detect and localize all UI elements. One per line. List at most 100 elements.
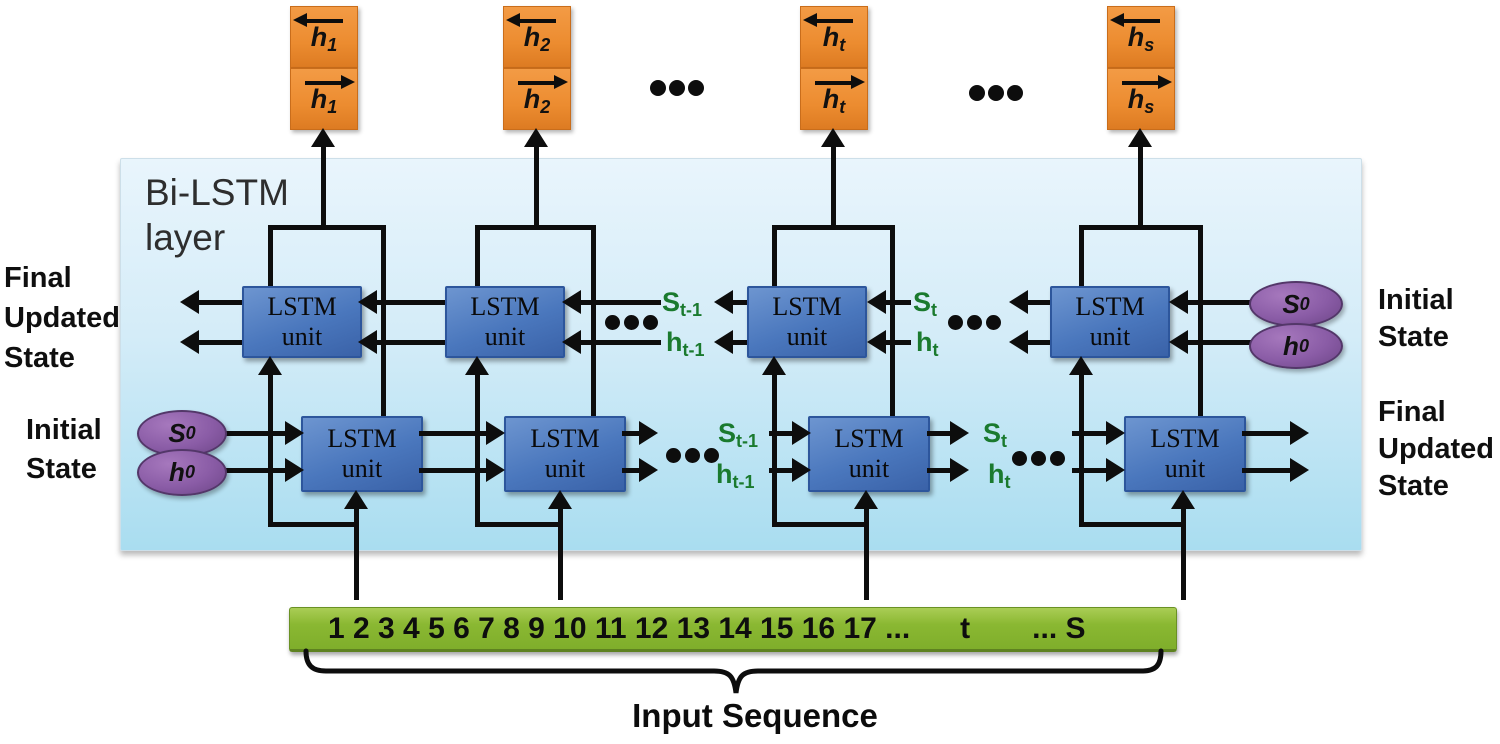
state-label-h-t-bottom: ht bbox=[988, 459, 1011, 492]
output-label: ht bbox=[822, 84, 846, 118]
connector-line bbox=[927, 467, 951, 473]
state-label-h-t-top: ht bbox=[916, 327, 939, 360]
connector-line bbox=[1078, 224, 1203, 230]
connector-line bbox=[320, 146, 326, 229]
label-line: Updated bbox=[1378, 433, 1494, 465]
output-box-s-forward-cell: hs bbox=[1107, 68, 1175, 130]
connector-line bbox=[1026, 339, 1050, 345]
connector-line bbox=[1078, 227, 1084, 288]
connector-line bbox=[1242, 430, 1291, 436]
arrowhead bbox=[867, 290, 886, 314]
arrowhead bbox=[1106, 458, 1125, 482]
lstm-label: LSTM bbox=[327, 424, 397, 453]
arrowhead bbox=[1009, 290, 1028, 314]
lstm-label: LSTM bbox=[834, 424, 904, 453]
arrowhead bbox=[639, 458, 658, 482]
connector-line bbox=[1186, 299, 1252, 305]
connector-line bbox=[267, 373, 273, 527]
lstm-label: unit bbox=[544, 454, 586, 483]
sequence-tail: ... S bbox=[1032, 611, 1086, 645]
lstm-label: unit bbox=[281, 322, 323, 351]
connector-line bbox=[533, 146, 539, 229]
arrowhead bbox=[486, 421, 505, 445]
connector-line bbox=[769, 430, 793, 436]
ellipsis-dots bbox=[1031, 450, 1046, 466]
connector-line bbox=[353, 507, 359, 600]
output-label: hs bbox=[1127, 22, 1155, 56]
arrowhead bbox=[1128, 128, 1152, 147]
connector-line bbox=[380, 227, 386, 418]
output-box-t-forward-cell: ht bbox=[800, 68, 868, 130]
left-arrow-icon bbox=[803, 13, 853, 27]
arrowhead bbox=[1290, 458, 1309, 482]
arrowhead bbox=[524, 128, 548, 147]
label-line: Initial bbox=[26, 414, 102, 446]
ellipsis-dots bbox=[948, 314, 963, 330]
ellipsis-dots bbox=[1007, 85, 1023, 101]
output-box-2-backward-cell: h2 bbox=[503, 6, 571, 68]
connector-line bbox=[1026, 299, 1050, 305]
connector-line bbox=[769, 467, 793, 473]
label-initial-state-right: Initial State bbox=[1378, 282, 1454, 356]
connector-line bbox=[884, 299, 911, 305]
right-arrow-icon bbox=[518, 75, 568, 89]
connector-line bbox=[375, 339, 445, 345]
arrowhead bbox=[465, 356, 489, 375]
arrowhead bbox=[562, 290, 581, 314]
ellipsis-dots bbox=[669, 80, 685, 96]
output-label: h1 bbox=[310, 84, 338, 118]
left-arrow-icon bbox=[1110, 13, 1160, 27]
connector-line bbox=[222, 467, 286, 473]
arrowhead bbox=[1171, 490, 1195, 509]
arrowhead bbox=[821, 128, 845, 147]
arrowhead bbox=[285, 421, 304, 445]
arrowhead bbox=[714, 290, 733, 314]
sequence-t-label: t bbox=[960, 611, 971, 645]
arrowhead bbox=[1169, 290, 1188, 314]
connector-line bbox=[557, 507, 563, 600]
lstm-label: LSTM bbox=[1075, 292, 1145, 321]
connector-line bbox=[1137, 146, 1143, 229]
lstm-label: LSTM bbox=[1150, 424, 1220, 453]
connector-line bbox=[419, 467, 487, 473]
connector-line bbox=[1197, 227, 1203, 418]
arrowhead bbox=[1106, 421, 1125, 445]
output-label: hs bbox=[1127, 84, 1155, 118]
arrowhead bbox=[344, 490, 368, 509]
connector-line bbox=[375, 299, 445, 305]
panel-title-line1: Bi-LSTM bbox=[145, 172, 289, 213]
ellipsis-dots bbox=[988, 85, 1004, 101]
ellipsis-dots bbox=[688, 80, 704, 96]
ellipsis-dots bbox=[969, 85, 985, 101]
state-label-s-t-1-top: St-1 bbox=[662, 287, 703, 320]
output-box-s-backward-cell: hs bbox=[1107, 6, 1175, 68]
connector-line bbox=[771, 521, 869, 527]
lstm-label: unit bbox=[341, 454, 383, 483]
connector-line bbox=[771, 227, 777, 288]
ellipsis-dots bbox=[1012, 450, 1027, 466]
label-line: State bbox=[1378, 321, 1449, 353]
connector-line bbox=[889, 227, 895, 418]
output-box-t-backward-cell: ht bbox=[800, 6, 868, 68]
lstm-label: unit bbox=[786, 322, 828, 351]
output-label: h2 bbox=[523, 22, 551, 56]
label-line: Updated bbox=[4, 302, 120, 334]
connector-line bbox=[1180, 507, 1186, 600]
arrowhead bbox=[792, 421, 811, 445]
connector-line bbox=[419, 430, 487, 436]
ellipsis-dots bbox=[685, 447, 700, 463]
right-arrow-icon bbox=[305, 75, 355, 89]
arrowhead bbox=[1290, 421, 1309, 445]
arrowhead bbox=[867, 330, 886, 354]
connector-line bbox=[197, 299, 242, 305]
ellipsis-dots bbox=[986, 314, 1001, 330]
ellipsis-dots bbox=[666, 447, 681, 463]
connector-line bbox=[622, 430, 640, 436]
connector-line bbox=[474, 227, 480, 288]
input-sequence-bar: 1 2 3 4 5 6 7 8 9 10 11 12 13 14 15 16 1… bbox=[289, 607, 1177, 652]
ellipsis-dots bbox=[704, 447, 719, 463]
